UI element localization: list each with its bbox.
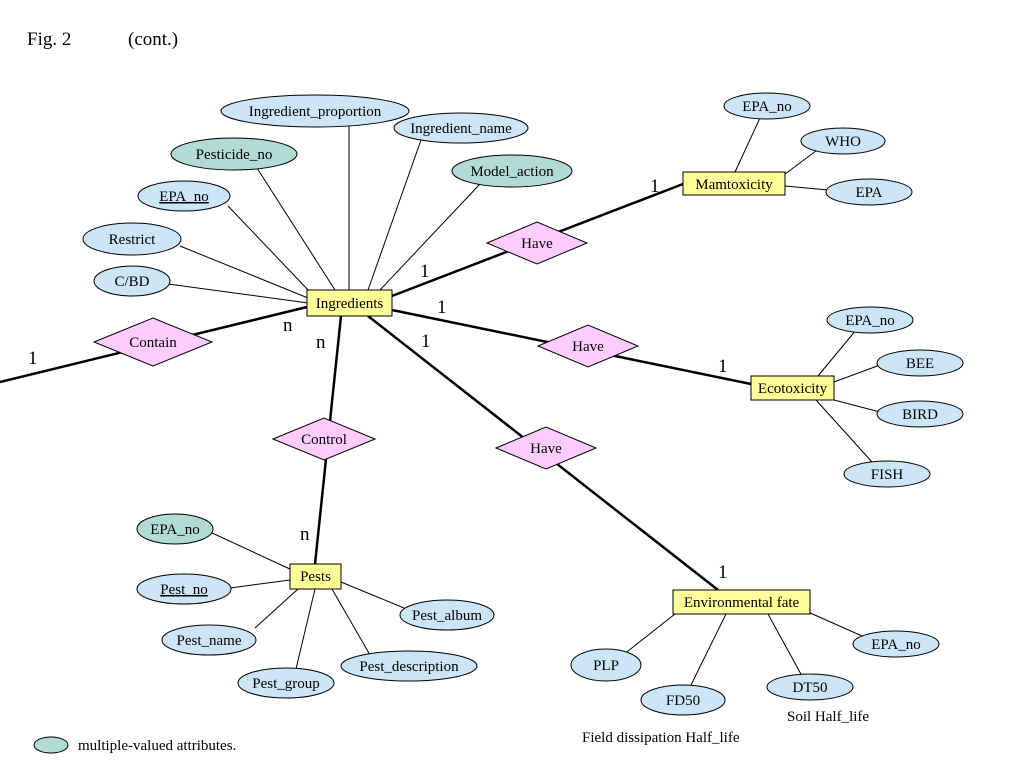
figure-label: Fig. 2 — [27, 29, 71, 50]
cardinality-control-ingredients: n — [316, 332, 326, 353]
entity-ecotoxicity-label: Ecotoxicity — [758, 381, 828, 397]
attr-pest-description[interactable]: Pest_description — [340, 650, 478, 682]
attr-bee-label: BEE — [906, 356, 934, 372]
entity-mamtoxicity-label: Mamtoxicity — [695, 177, 773, 193]
cardinality-contain-ingredients: n — [283, 315, 293, 336]
attr-pest-no[interactable]: Pest_no — [136, 573, 232, 605]
relationship-have-ecotoxicity-label: Have — [572, 339, 604, 355]
attribute-connectors — [167, 117, 881, 688]
attr-ingredients-epa-no[interactable]: EPA_no — [137, 180, 231, 212]
entity-ecotoxicity[interactable]: Ecotoxicity — [750, 375, 835, 401]
relationship-have-environmental-fate-label: Have — [530, 441, 562, 457]
attr-mamtoxicity-epa-no-label: EPA_no — [742, 99, 791, 115]
relationship-control-label: Control — [301, 432, 347, 448]
attr-pest-no-label: Pest_no — [160, 582, 208, 598]
attr-mamtoxicity-epa-no[interactable]: EPA_no — [723, 92, 811, 120]
cardinality-contain-left: 1 — [28, 348, 38, 369]
cardinality-ecotoxicity-entity: 1 — [718, 356, 728, 377]
attr-pest-group[interactable]: Pest_group — [237, 667, 335, 699]
cardinality-ecotoxicity-ingredients: 1 — [437, 297, 447, 318]
attr-ingredient-name-label: Ingredient_name — [410, 121, 512, 137]
entity-environmental-fate[interactable]: Environmental fate — [672, 589, 811, 615]
attr-ingredient-proportion[interactable]: Ingredient_proportion — [220, 94, 410, 128]
relationship-have-mamtoxicity-label: Have — [521, 236, 553, 252]
relationship-have-environmental-fate[interactable]: Have — [494, 426, 598, 470]
attr-pests-epa-no-label: EPA_no — [150, 522, 199, 538]
attr-ecotoxicity-epa-no[interactable]: EPA_no — [826, 306, 914, 334]
attr-pesticide-no[interactable]: Pesticide_no — [170, 137, 298, 171]
attr-cbd-label: C/BD — [114, 274, 149, 290]
legend-text: multiple-valued attributes. — [78, 738, 236, 754]
attr-bird[interactable]: BIRD — [876, 400, 964, 428]
attr-who-label: WHO — [825, 134, 861, 150]
relationship-control[interactable]: Control — [271, 417, 377, 461]
cardinality-mamtoxicity-ingredients: 1 — [420, 261, 430, 282]
attr-ecotoxicity-epa-no-label: EPA_no — [845, 313, 894, 329]
entity-ingredients-label: Ingredients — [316, 296, 384, 312]
attr-fd50[interactable]: FD50 — [640, 684, 726, 716]
attr-pest-name-label: Pest_name — [177, 633, 242, 649]
attr-dt50[interactable]: DT50 — [766, 673, 854, 701]
cardinality-mamtoxicity-entity: 1 — [650, 176, 660, 197]
attr-who[interactable]: WHO — [800, 127, 886, 155]
attr-epa-label: EPA — [856, 185, 883, 201]
legend-multivalued-swatch — [33, 736, 69, 754]
annotation-field-dissipation: Field dissipation Half_life — [582, 730, 740, 746]
attr-cbd[interactable]: C/BD — [93, 265, 171, 297]
entity-pests[interactable]: Pests — [289, 563, 342, 590]
relationship-contain-label: Contain — [129, 335, 177, 351]
attr-model-action[interactable]: Model_action — [451, 154, 573, 188]
cardinality-env-fate-ingredients: 1 — [421, 331, 431, 352]
attr-bird-label: BIRD — [902, 407, 938, 423]
attr-restrict-label: Restrict — [109, 232, 156, 248]
attr-pests-epa-no[interactable]: EPA_no — [136, 513, 214, 545]
attr-dt50-label: DT50 — [793, 680, 828, 696]
attr-pest-album[interactable]: Pest_album — [399, 599, 495, 631]
attr-ingredients-epa-no-label: EPA_no — [159, 189, 208, 205]
figure-continued-label: (cont.) — [128, 29, 178, 50]
attr-environmental-fate-epa-no[interactable]: EPA_no — [852, 630, 940, 658]
attr-pesticide-no-label: Pesticide_no — [196, 147, 273, 163]
entity-environmental-fate-label: Environmental fate — [684, 595, 800, 611]
relationship-contain[interactable]: Contain — [92, 317, 214, 367]
attr-ingredient-name[interactable]: Ingredient_name — [393, 112, 529, 144]
attr-environmental-fate-epa-no-label: EPA_no — [871, 637, 920, 653]
attr-fd50-label: FD50 — [666, 693, 700, 709]
attr-fish[interactable]: FISH — [843, 460, 931, 488]
attr-ingredient-proportion-label: Ingredient_proportion — [249, 104, 382, 120]
attr-pest-album-label: Pest_album — [412, 608, 482, 624]
attr-bee[interactable]: BEE — [876, 349, 964, 377]
entity-ingredients[interactable]: Ingredients — [306, 289, 393, 317]
attr-pest-group-label: Pest_group — [252, 676, 320, 692]
relationship-have-mamtoxicity[interactable]: Have — [485, 221, 589, 265]
attr-pest-name[interactable]: Pest_name — [161, 624, 257, 656]
annotation-soil-half-life: Soil Half_life — [787, 709, 869, 725]
attr-fish-label: FISH — [871, 467, 904, 483]
relationship-have-ecotoxicity[interactable]: Have — [536, 324, 640, 368]
legend: multiple-valued attributes. — [33, 736, 236, 754]
attr-plp-label: PLP — [593, 658, 619, 674]
attr-model-action-label: Model_action — [470, 164, 554, 180]
attr-epa[interactable]: EPA — [825, 178, 913, 206]
attr-pest-description-label: Pest_description — [359, 659, 459, 675]
entity-mamtoxicity[interactable]: Mamtoxicity — [682, 171, 786, 196]
entity-pests-label: Pests — [300, 569, 331, 585]
cardinality-env-fate-entity: 1 — [718, 562, 728, 583]
attr-restrict[interactable]: Restrict — [82, 222, 182, 256]
cardinality-control-pests: n — [300, 524, 310, 545]
attr-plp[interactable]: PLP — [570, 648, 642, 682]
